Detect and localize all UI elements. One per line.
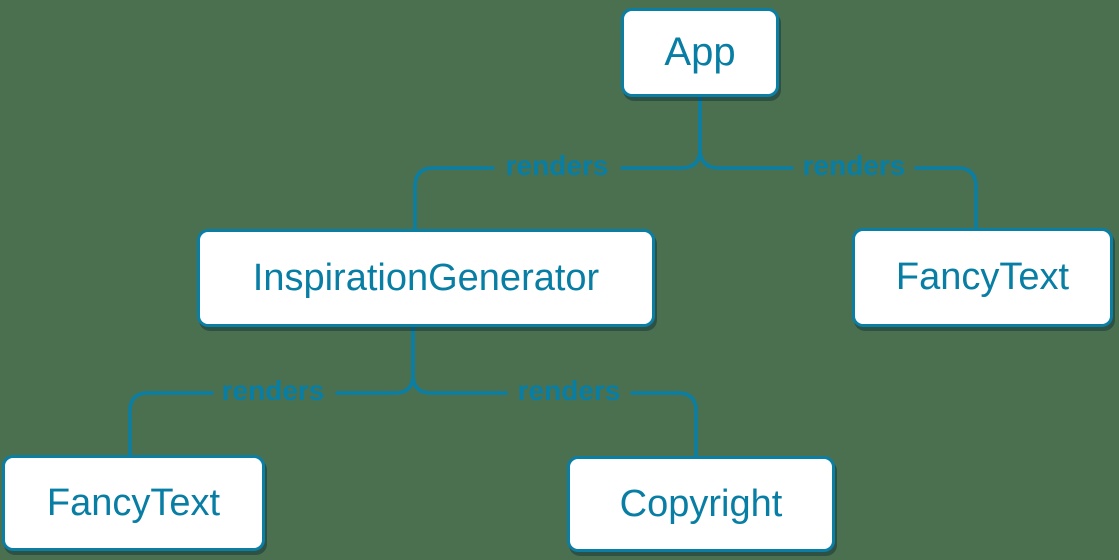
edge-inspirationgenerator-to-copyright bbox=[411, 325, 698, 458]
node-label-fancy-text-top: FancyText bbox=[895, 256, 1070, 298]
edge-label-renders-app-fancytext: renders bbox=[802, 150, 906, 181]
node-label-app: App bbox=[664, 30, 736, 74]
node-label-inspiration-generator: InspirationGenerator bbox=[252, 256, 600, 299]
edge-app-to-fancytext bbox=[698, 95, 978, 230]
node-label-copyright: Copyright bbox=[619, 482, 783, 525]
node-label-fancy-text-bottom: FancyText bbox=[46, 481, 221, 524]
edge-label-renders-app-inspirationgenerator: renders bbox=[505, 150, 609, 181]
edge-label-renders-inspirationgenerator-fancytext: renders bbox=[221, 375, 325, 406]
tree-node-inspiration-generator: InspirationGenerator bbox=[197, 229, 655, 327]
tree-node-app: App bbox=[621, 8, 779, 97]
tree-node-fancy-text-top: FancyText bbox=[852, 228, 1113, 327]
tree-node-fancy-text-bottom: FancyText bbox=[2, 455, 265, 551]
edge-label-renders-inspirationgenerator-copyright: renders bbox=[517, 375, 621, 406]
tree-node-copyright: Copyright bbox=[567, 456, 835, 552]
